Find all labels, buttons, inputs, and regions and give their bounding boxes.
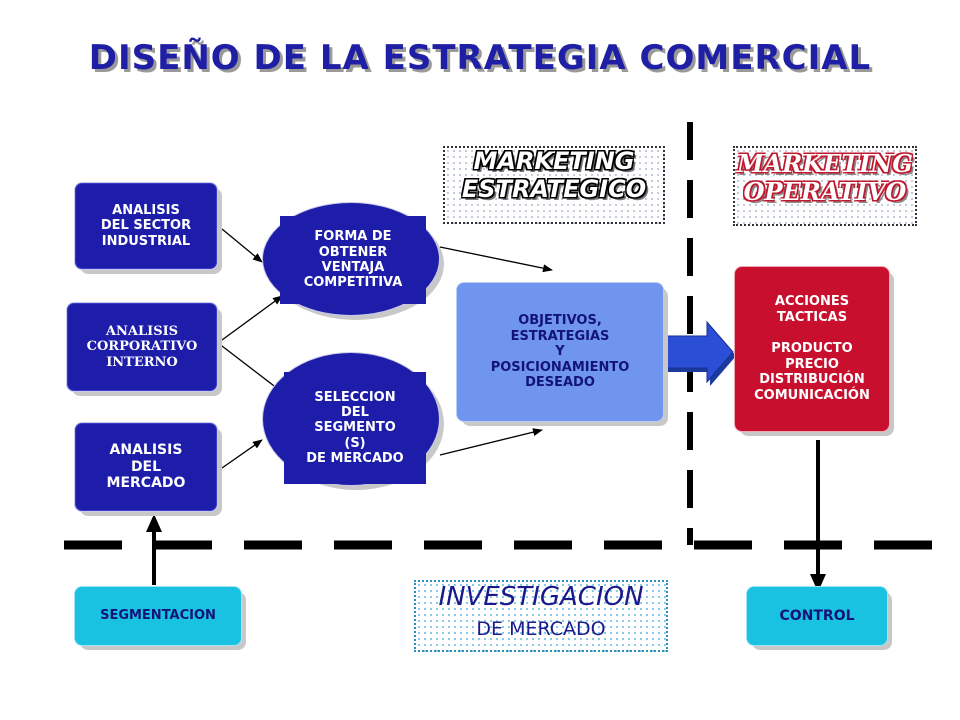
arrow-sector-to-forma [221,228,263,263]
node-analisis-corporativo: ANALISIS CORPORATIVO INTERNO [66,302,218,392]
node-control: CONTROL [746,586,888,646]
arrow-corporativo-to-seleccion [221,345,283,393]
marketing-operativo-label: MARKETING OPERATIVO [737,149,913,206]
node-forma-obtener: FORMA DE OBTENER VENTAJA COMPETITIVA [280,216,426,304]
arrow-forma-to-objetivos [439,246,553,273]
investigacion-title: INVESTIGACION [438,582,644,612]
arrow-corporativo-to-forma [221,295,283,341]
investigacion-box [414,580,668,652]
node-objetivos: OBJETIVOS, ESTRATEGIAS Y POSICIONAMIENTO… [456,282,664,422]
node-analisis-sector: ANALISIS DEL SECTOR INDUSTRIAL [74,182,218,270]
page-title: DISEÑO DE LA ESTRATEGIA COMERCIAL [88,38,872,78]
node-acciones: ACCIONES TACTICAS PRODUCTO PRECIO DISTRI… [734,266,890,432]
marketing-operativo-label-box [733,146,917,226]
big-blue-arrow [665,320,736,386]
node-seleccion-segmento: SELECCION DEL SEGMENTO (S) DE MERCADO [284,372,426,484]
marketing-estrategico-label: MARKETING ESTRATEGICO [461,147,647,203]
de-mercado-label: DE MERCADO [476,618,606,640]
arrow-mercado-to-seleccion [221,439,263,469]
node-analisis-mercado: ANALISIS DEL MERCADO [74,422,218,512]
node-segmentacion: SEGMENTACION [74,586,242,646]
arrow-seleccion-to-objetivos [439,428,543,456]
marketing-estrategico-label-box [443,146,665,224]
